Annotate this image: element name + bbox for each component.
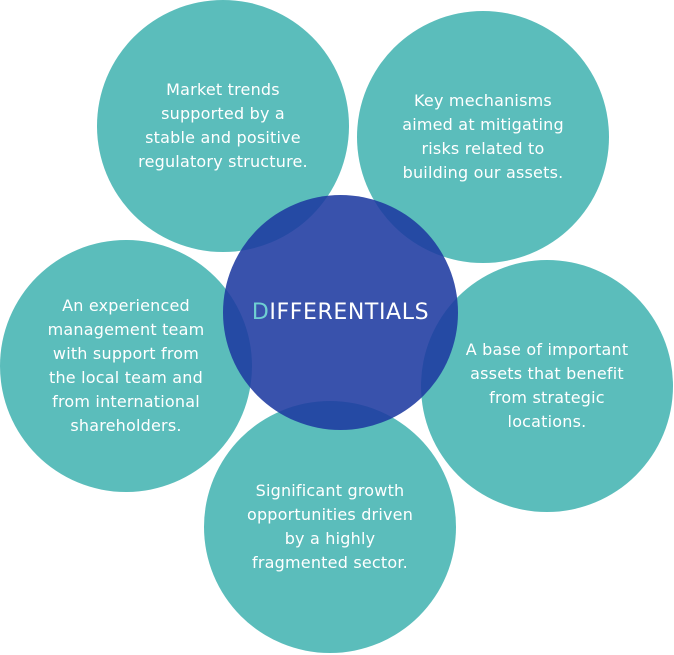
center-title: DIFFERENTIALS xyxy=(251,299,430,325)
petal-asset-base: A base of important assets that benefit … xyxy=(421,260,673,512)
petal-management-team-text: An experienced management team with supp… xyxy=(47,296,205,435)
petal-growth-opportunities-text: Significant growth opportunities driven … xyxy=(246,481,414,572)
petal-growth-opportunities: Significant growth opportunities driven … xyxy=(204,401,456,653)
petal-risk-mechanisms-text: Key mechanisms aimed at mitigating risks… xyxy=(402,91,564,182)
petal-risk-mechanisms: Key mechanisms aimed at mitigating risks… xyxy=(357,11,609,263)
petal-management-team: An experienced management team with supp… xyxy=(0,240,252,492)
center-circle: DIFFERENTIALS xyxy=(223,195,458,430)
petal-market-trends-text: Market trends supported by a stable and … xyxy=(138,80,308,171)
center-title-rest: IFFERENTIALS xyxy=(269,299,430,325)
center-title-first-letter: D xyxy=(251,299,270,325)
petal-market-trends: Market trends supported by a stable and … xyxy=(97,0,349,252)
petal-asset-base-text: A base of important assets that benefit … xyxy=(465,340,629,431)
